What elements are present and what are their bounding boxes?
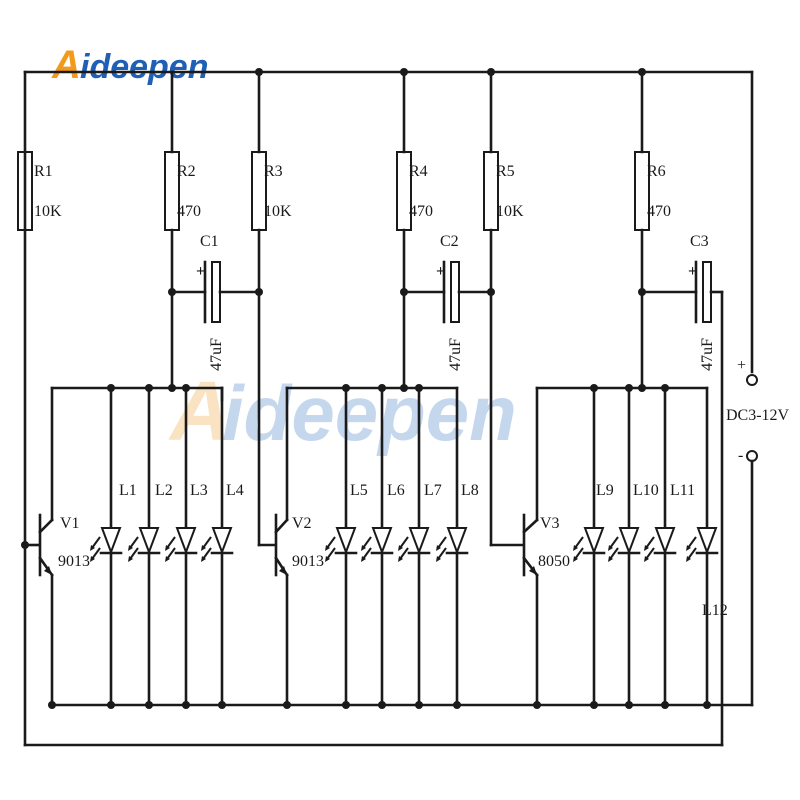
power-minus-terminal (746, 450, 758, 462)
watermark-rest: ideepen (222, 369, 517, 457)
led-l12: L12 (686, 386, 728, 707)
led-l7: L7 (398, 386, 442, 707)
capacitor-name: C1 (200, 233, 219, 250)
capacitor-name: C3 (690, 233, 709, 250)
junction-dot (182, 701, 190, 709)
led-label: L6 (387, 482, 405, 499)
stage-3: V3 8050 (489, 384, 709, 707)
led-l11: L11 (644, 386, 695, 707)
stage-1: V1 9013 (21, 384, 224, 707)
logo-rest: ideepen (80, 48, 208, 86)
led-label: L7 (424, 482, 442, 499)
junction-dot (378, 701, 386, 709)
resistor-value: 10K (264, 203, 292, 220)
led-label: L4 (226, 482, 244, 499)
led-label: L5 (350, 482, 368, 499)
junction-dot (703, 701, 711, 709)
junction-dot (533, 701, 541, 709)
junction-dot (218, 701, 226, 709)
led-l5: L5 (325, 386, 368, 707)
resistor-r3: R3 10K (251, 70, 292, 547)
junction-dot (145, 701, 153, 709)
junction-dot (48, 701, 56, 709)
resistor-r4: R4 470 (396, 70, 433, 390)
watermark: A ideepen (168, 364, 517, 458)
resistor-value: 470 (647, 203, 671, 220)
junction-dot (590, 701, 598, 709)
capacitor-value: 47uF (447, 338, 464, 371)
capacitor-c1: + C1 47uF (168, 233, 263, 371)
capacitor-polarity: + (196, 263, 205, 280)
transistor-model: 8050 (538, 553, 570, 570)
led-l6: L6 (361, 386, 405, 707)
led-l9: L9 (573, 386, 614, 707)
power-input: + - DC3-12V (726, 70, 790, 707)
junction-dot (625, 701, 633, 709)
capacitor-polarity: + (436, 263, 445, 280)
led-l1: L1 (90, 386, 137, 707)
junction-dot (415, 701, 423, 709)
brand-logo: A ideepen (51, 43, 208, 87)
resistor-name: R5 (496, 163, 515, 180)
led-label: L9 (596, 482, 614, 499)
power-plus-terminal (746, 374, 758, 386)
logo-first-letter: A (51, 43, 81, 87)
capacitor-c3: + C3 47uF (638, 233, 724, 747)
led-label: L10 (633, 482, 659, 499)
junction-dot (107, 701, 115, 709)
led-l2: L2 (128, 386, 173, 707)
led-label: L11 (670, 482, 695, 499)
led-label: L12 (702, 602, 728, 619)
transistor-name: V2 (292, 515, 312, 532)
led-label: L2 (155, 482, 173, 499)
power-minus-label: - (738, 447, 743, 464)
led-label: L3 (190, 482, 208, 499)
capacitor-value: 47uF (208, 338, 225, 371)
resistor-value: 10K (34, 203, 62, 220)
power-voltage-label: DC3-12V (726, 407, 790, 424)
led-l10: L10 (608, 386, 659, 707)
resistor-name: R1 (34, 163, 53, 180)
resistor-name: R3 (264, 163, 283, 180)
resistor-r5: R5 10K (483, 70, 524, 547)
resistor-name: R4 (409, 163, 428, 180)
junction-dot (283, 701, 291, 709)
stage-2: V2 9013 (257, 384, 459, 707)
transistor-model: 9013 (292, 553, 324, 570)
resistor-r2: R2 470 (164, 70, 201, 390)
resistor-value: 470 (409, 203, 433, 220)
junction-dot (661, 701, 669, 709)
transistor-name: V3 (540, 515, 560, 532)
led-l3: L3 (165, 386, 208, 707)
transistor-name: V1 (60, 515, 80, 532)
resistor-value: 470 (177, 203, 201, 220)
watermark-first-letter: A (168, 364, 231, 458)
resistor-r6: R6 470 (634, 70, 671, 390)
power-plus-label: + (737, 357, 746, 374)
resistor-name: R2 (177, 163, 196, 180)
junction-dot (453, 701, 461, 709)
bottom-rail-junctions (48, 701, 711, 709)
led-l8: L8 (436, 386, 479, 707)
transistor-model: 9013 (58, 553, 90, 570)
junction-dot (342, 701, 350, 709)
capacitor-c2: + C2 47uF (400, 233, 495, 371)
led-label: L8 (461, 482, 479, 499)
resistor-value: 10K (496, 203, 524, 220)
capacitor-name: C2 (440, 233, 459, 250)
led-label: L1 (119, 482, 137, 499)
capacitor-value: 47uF (699, 338, 716, 371)
led-l4: L4 (201, 386, 244, 707)
resistor-name: R6 (647, 163, 666, 180)
capacitor-polarity: + (688, 263, 697, 280)
